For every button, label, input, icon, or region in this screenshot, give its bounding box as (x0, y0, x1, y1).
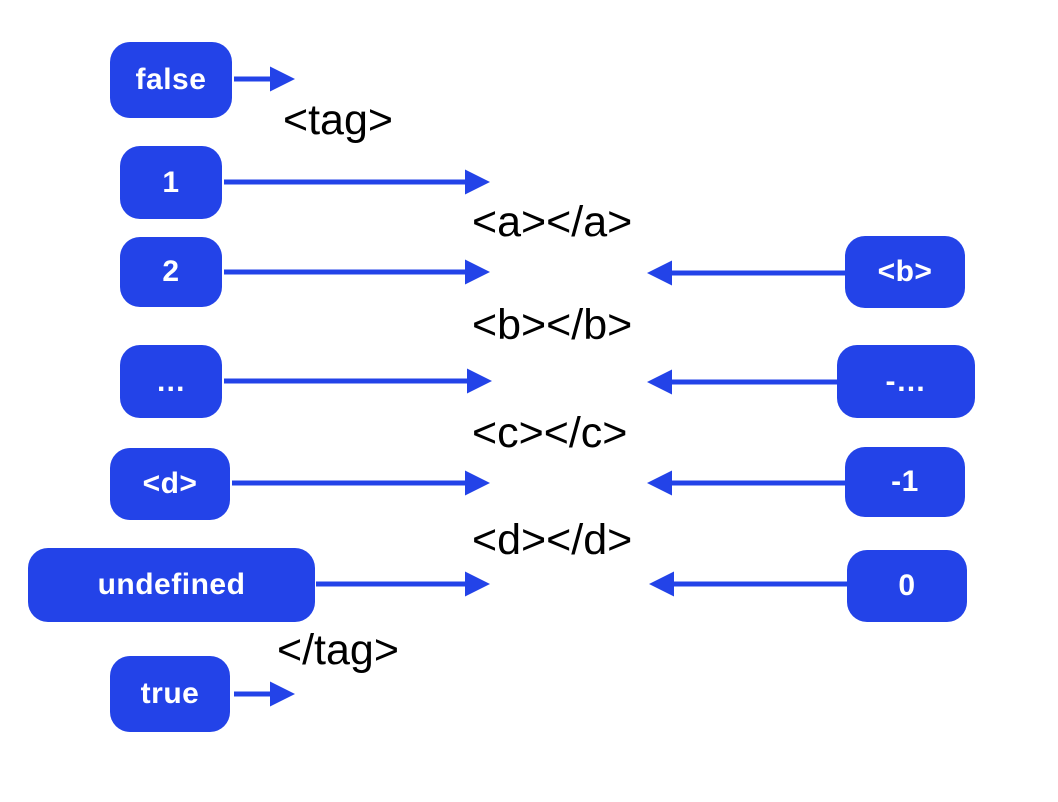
pill-2: 2 (120, 237, 222, 307)
pill-tag-b: <b> (845, 236, 965, 308)
pill-undefined: undefined (28, 548, 315, 622)
code-line-b: <b></b> (472, 301, 633, 349)
pill-1: 1 (120, 146, 222, 219)
pill-tag-d: <d> (110, 448, 230, 520)
code-line-c: <c></c> (472, 409, 628, 457)
code-line-a: <a></a> (472, 198, 633, 246)
pill-0: 0 (847, 550, 967, 622)
pill-ellipsis: … (120, 345, 222, 418)
pill-false: false (110, 42, 232, 118)
pill-neg-ellipsis: -… (837, 345, 975, 418)
code-open-tag: <tag> (283, 96, 393, 144)
code-close-tag: </tag> (277, 626, 399, 674)
pill-true: true (110, 656, 230, 732)
code-line-d: <d></d> (472, 516, 633, 564)
pill-neg-1: -1 (845, 447, 965, 517)
